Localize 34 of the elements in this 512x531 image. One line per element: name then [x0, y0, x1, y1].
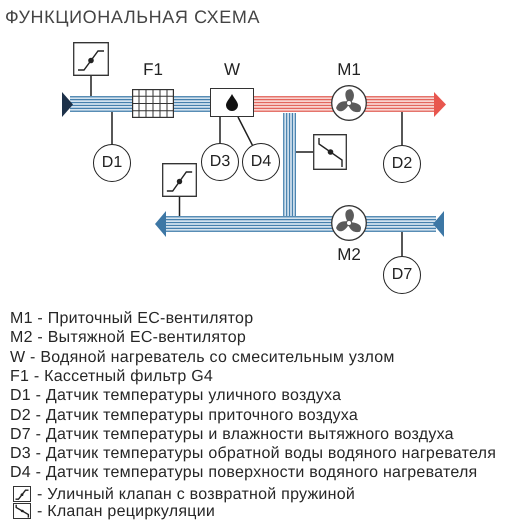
component-label: W [224, 60, 240, 80]
legend-text: - Уличный клапан с возвратной пружиной [37, 486, 356, 503]
leader-line [178, 197, 180, 216]
component-label: M1 [337, 60, 361, 80]
leader-line [111, 112, 113, 144]
sensor-circle [383, 256, 421, 294]
sensor-circle [242, 143, 280, 181]
leader-line [401, 232, 403, 256]
key-text: D3 - Датчик температуры обратной воды водяного нагревателя [10, 444, 496, 464]
component-label: M2 [337, 245, 361, 265]
sensor-label: D1 [102, 154, 122, 172]
key-text: D4 - Датчик температуры поверхности водяного нагревателя [10, 463, 478, 482]
diagram-title: ФУНКЦИОНАЛЬНАЯ СХЕМА [5, 6, 260, 28]
sensor-circle [383, 145, 421, 183]
key-text: D2 - Датчик температуры приточного воздуха [10, 406, 358, 424]
key-text: F1 - Кассетный фильтр G4 [10, 366, 214, 386]
sensor-circle [93, 144, 131, 182]
sensor-label: D4 [250, 153, 272, 171]
leader-line [237, 116, 254, 146]
sensor-label: D3 [210, 153, 230, 171]
leader-line [90, 76, 92, 96]
leader-line [401, 112, 403, 145]
key-text: W - Водяной нагреватель со смесительным узлом [10, 348, 395, 367]
leader-line [219, 117, 221, 143]
component-label: F1 [143, 60, 163, 80]
sensor-label: D7 [392, 266, 412, 284]
key-text: M1 - Приточный EC-вентилятор [10, 309, 254, 328]
sensor-circle [201, 143, 239, 181]
legend-text: - Клапан рециркуляции [37, 502, 216, 520]
key-text: D7 - Датчик температуры и влажности вытяжного воздуха [10, 424, 454, 444]
key-text: D1 - Датчик температуры уличного воздуха [10, 386, 342, 406]
sensor-label: D2 [392, 155, 412, 173]
key-text: M2 - Вытяжной EC-вентилятор [10, 328, 246, 348]
leader-line [296, 151, 313, 153]
